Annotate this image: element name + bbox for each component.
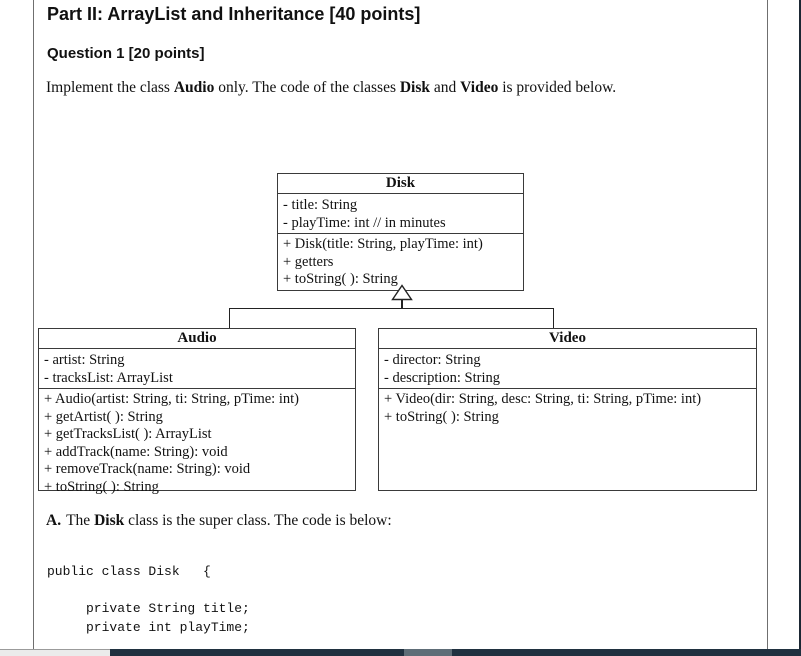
section-a-segment: The xyxy=(66,512,95,529)
section-a-text: A.The Disk class is the super class. The… xyxy=(46,511,746,531)
inheritance-drop-audio xyxy=(229,308,230,329)
part-title: Part II: ArrayList and Inheritance [40 p… xyxy=(47,4,421,24)
code-line xyxy=(47,582,747,601)
intro-bold-audio: Audio xyxy=(173,79,215,96)
scrollbar-corner xyxy=(0,649,110,656)
page-border-right xyxy=(767,0,768,650)
uml-video-attributes: - director: String - description: String xyxy=(379,349,756,389)
uml-class-disk: Disk - title: String - playTime: int // i… xyxy=(277,173,524,291)
inheritance-horizontal-line xyxy=(229,308,554,309)
uml-method: + toString( ): String xyxy=(283,271,398,287)
uml-attribute: - director: String xyxy=(384,352,481,368)
code-line: public class Disk { xyxy=(47,564,211,579)
code-line: private String title; xyxy=(47,601,250,616)
intro-segment: is provided below. xyxy=(498,79,617,96)
horizontal-scrollbar-track[interactable] xyxy=(110,649,801,656)
uml-class-audio: Audio - artist: String - tracksList: Arra… xyxy=(38,328,356,495)
uml-video-methods: + Video(dir: String, desc: String, ti: S… xyxy=(379,389,756,427)
code-line: private int playTime; xyxy=(47,619,250,635)
uml-attribute: - playTime: int // in minutes xyxy=(283,215,446,231)
uml-attribute: - artist: String xyxy=(44,352,125,368)
question-title: Question 1 [20 points] xyxy=(47,45,205,62)
uml-method: + toString( ): String xyxy=(384,408,499,425)
uml-class-name: Video xyxy=(379,329,756,349)
inheritance-drop-video xyxy=(553,308,554,329)
code-block: public class Disk { private String title… xyxy=(47,563,747,637)
intro-segment: Implement the class xyxy=(46,79,174,96)
uml-attribute: - tracksList: ArrayList xyxy=(44,370,173,386)
uml-class-name: Audio xyxy=(39,329,355,349)
intro-text: Implement the class Audio only. The code… xyxy=(46,78,746,98)
page-border-left xyxy=(33,0,34,650)
uml-method: + getArtist( ): String xyxy=(44,408,163,425)
uml-method: + Disk(title: String, playTime: int) xyxy=(283,236,483,252)
intro-bold-disk: Disk xyxy=(399,79,431,96)
window-edge-right xyxy=(799,0,801,656)
uml-class-video: Video - director: String - description: S… xyxy=(378,328,757,491)
uml-audio-attributes: - artist: String - tracksList: ArrayList xyxy=(39,349,355,389)
uml-method: + toString( ): String xyxy=(44,478,159,495)
uml-disk-methods: + Disk(title: String, playTime: int)+ ge… xyxy=(278,234,523,290)
section-a-bold-disk: Disk xyxy=(94,512,125,529)
uml-method: + addTrack(name: String): void xyxy=(44,443,228,460)
intro-bold-video: Video xyxy=(460,79,499,96)
uml-method: + Audio(artist: String, ti: String, pTim… xyxy=(44,391,299,407)
intro-segment: and xyxy=(430,79,461,96)
horizontal-scrollbar-thumb[interactable] xyxy=(404,649,452,656)
section-a-label: A. xyxy=(46,512,62,529)
uml-attribute: - title: String xyxy=(283,197,358,213)
intro-segment: only. The code of the classes xyxy=(214,79,400,96)
uml-method: + getters xyxy=(283,253,334,270)
uml-method: + removeTrack(name: String): void xyxy=(44,461,251,477)
uml-disk-attributes: - title: String - playTime: int // in min… xyxy=(278,194,523,234)
uml-method: + getTracksList( ): ArrayList xyxy=(44,426,212,442)
inheritance-arrow-icon xyxy=(391,284,413,301)
uml-method: + Video(dir: String, desc: String, ti: S… xyxy=(384,391,702,407)
uml-audio-methods: + Audio(artist: String, ti: String, pTim… xyxy=(39,389,355,497)
uml-attribute: - description: String xyxy=(384,370,500,386)
uml-class-name: Disk xyxy=(278,174,523,194)
section-a-segment: class is the super class. The code is be… xyxy=(124,512,392,529)
inheritance-stem-line xyxy=(401,300,403,309)
